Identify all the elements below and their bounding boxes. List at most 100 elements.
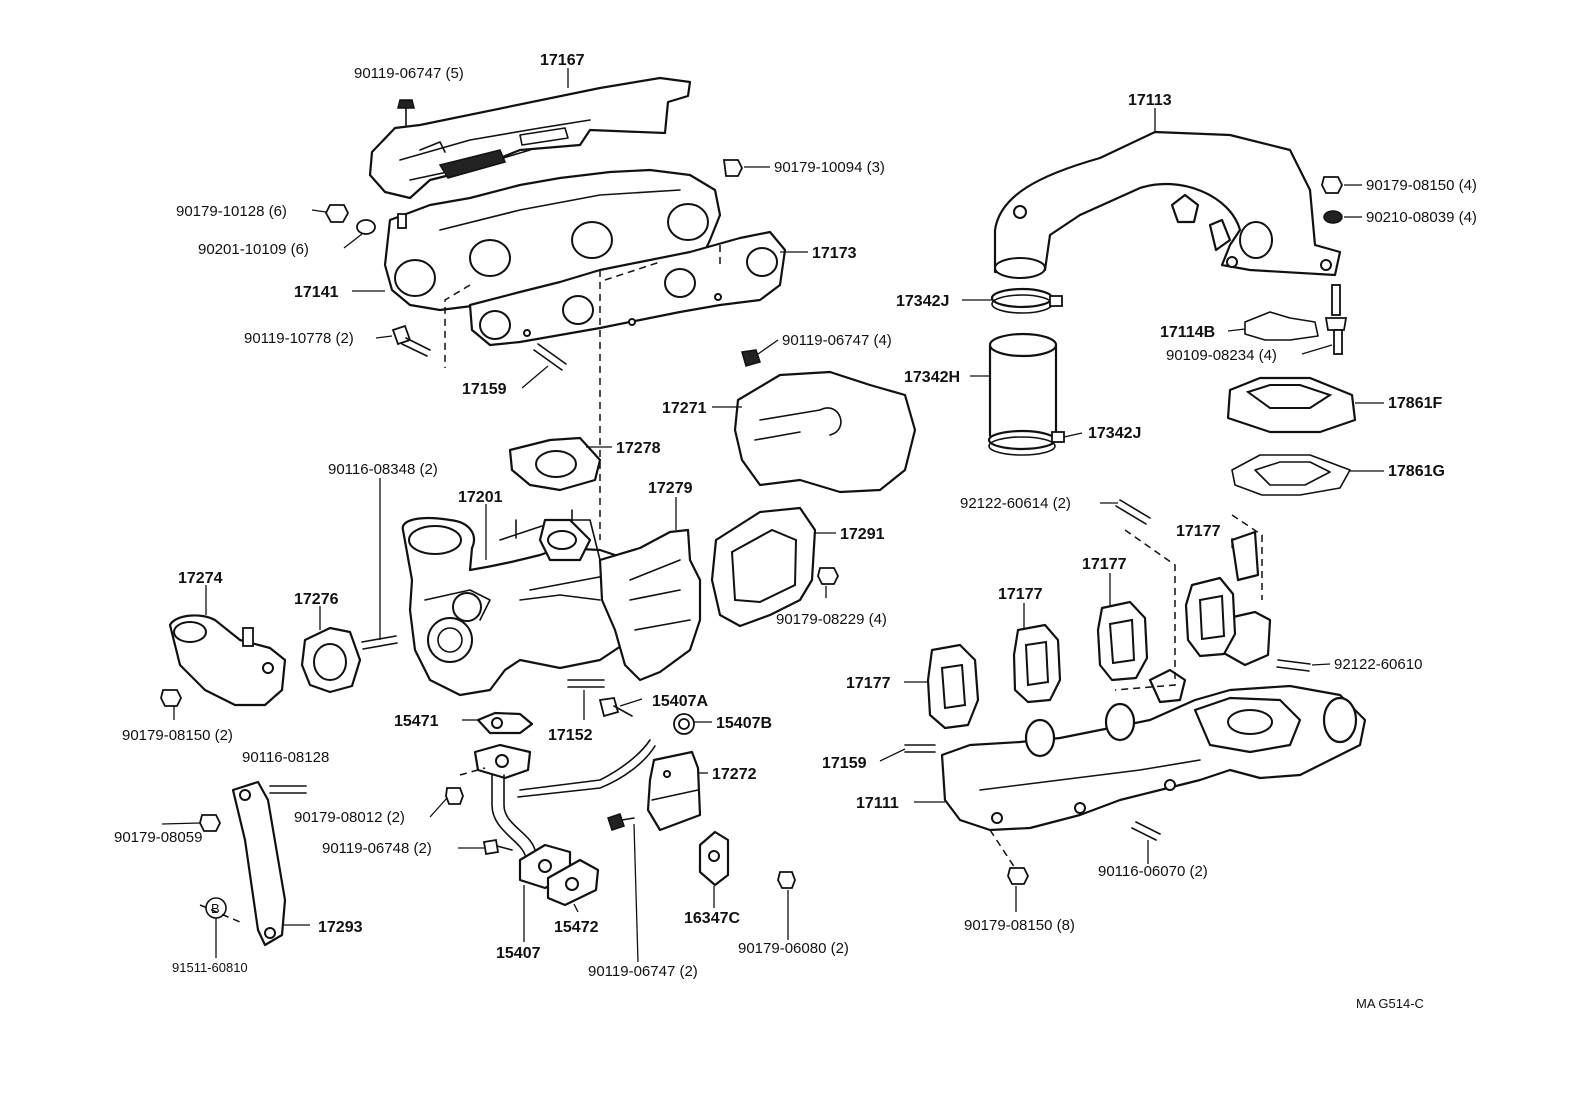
gasket-16347C xyxy=(698,830,730,887)
gasket-15471 xyxy=(476,711,534,735)
label-90179-08012-2: 90179-08012 (2) xyxy=(294,809,405,826)
label-17279: 17279 xyxy=(648,480,693,497)
oil-pipe-15407 xyxy=(473,739,656,890)
gasket-17177-d xyxy=(1184,576,1237,658)
nut-90179-06080 xyxy=(777,871,796,889)
turbine-outlet-elbow-17279 xyxy=(598,528,702,682)
label-90119-06747-4: 90119-06747 (4) xyxy=(782,332,892,349)
stay-17293 xyxy=(231,780,287,947)
turbocharger-17201 xyxy=(401,509,642,697)
label-91511-60810: 91511-60810 xyxy=(172,960,248,975)
label-15471: 15471 xyxy=(394,713,439,730)
label-90119-06747-2: 90119-06747 (2) xyxy=(588,963,698,980)
label-17293: 17293 xyxy=(318,919,363,936)
gasket-17114B xyxy=(1244,311,1319,341)
label-17342J-bottom: 17342J xyxy=(1088,425,1141,442)
label-15407: 15407 xyxy=(496,945,541,962)
bolt-90119-06747-top xyxy=(397,99,415,126)
nut-90179-08150-2 xyxy=(160,689,183,707)
intake-pipe-17113 xyxy=(993,130,1342,279)
stud-90116-08348 xyxy=(361,635,398,650)
label-17342J-top: 17342J xyxy=(896,293,949,310)
alignment-lines xyxy=(199,245,1263,923)
label-16347C: 16347C xyxy=(684,910,740,927)
label-17159-bottom: 17159 xyxy=(822,755,867,772)
label-90179-08150-4: 90179-08150 (4) xyxy=(1366,177,1477,194)
label-90179-08150-8: 90179-08150 (8) xyxy=(964,917,1075,934)
label-17177-b: 17177 xyxy=(1082,556,1127,573)
drawing-code: MA G514-C xyxy=(1356,996,1424,1011)
label-90116-08128: 90116-08128 xyxy=(242,749,329,766)
stud-17152 xyxy=(567,679,605,688)
label-92122-60614-2: 92122-60614 (2) xyxy=(960,495,1071,512)
leader-lines xyxy=(161,68,1384,963)
label-17173: 17173 xyxy=(812,245,857,262)
nut-90179-08012 xyxy=(445,787,464,805)
label-90179-06080-2: 90179-06080 (2) xyxy=(738,940,849,957)
label-17201: 17201 xyxy=(458,489,503,506)
gasket-17291 xyxy=(710,506,817,628)
nut-90179-08150-4 xyxy=(1321,176,1344,194)
intake-elbow-17274 xyxy=(168,614,287,707)
label-90179-08150-2: 90179-08150 (2) xyxy=(122,727,233,744)
bracket-17272 xyxy=(646,750,702,832)
stud-17159-top xyxy=(533,343,567,371)
union-bolt-15407A xyxy=(598,696,633,718)
nut-90179-08150-8 xyxy=(1007,867,1030,885)
label-92122-60610: 92122-60610 xyxy=(1334,656,1422,673)
label-17861G: 17861G xyxy=(1388,463,1445,480)
gasket-15407B xyxy=(673,713,695,735)
label-17291: 17291 xyxy=(840,526,885,543)
label-90116-06070-2: 90116-06070 (2) xyxy=(1098,863,1208,880)
label-15407B: 15407B xyxy=(716,715,772,732)
label-17276: 17276 xyxy=(294,591,339,608)
label-90119-10778-2: 90119-10778 (2) xyxy=(244,330,354,347)
stud-90116-08128 xyxy=(269,785,307,794)
label-90201-10109-6: 90201-10109 (6) xyxy=(198,241,309,258)
label-17111: 17111 xyxy=(856,795,899,812)
stud-17159-bottom xyxy=(904,744,936,753)
label-17159-top: 17159 xyxy=(462,381,507,398)
spacer-17861F xyxy=(1226,376,1357,434)
label-17278: 17278 xyxy=(616,440,661,457)
gasket-17177-c xyxy=(1096,600,1149,682)
label-17167: 17167 xyxy=(540,52,585,69)
clamp-17342J-top xyxy=(990,287,1063,314)
gasket-17861G xyxy=(1231,454,1351,496)
heat-insulator-17167 xyxy=(368,76,692,200)
gasket-17276 xyxy=(300,626,362,694)
intake-manifold-17111 xyxy=(940,530,1367,832)
nut-90179-08059 xyxy=(199,814,222,832)
label-17114B: 17114B xyxy=(1160,324,1215,341)
nut-90179-10128 xyxy=(324,204,350,223)
label-90179-10094-3: 90179-10094 (3) xyxy=(774,159,885,176)
part-labels: 17167 90119-06747 (5) 90179-10094 (3) 90… xyxy=(114,52,1477,1011)
label-90179-10128-6: 90179-10128 (6) xyxy=(176,203,287,220)
label-90109-08234-4: 90109-08234 (4) xyxy=(1166,347,1277,364)
washer-90201-10109 xyxy=(356,219,376,235)
stud-92122-60614 xyxy=(1115,499,1151,525)
label-17342H: 17342H xyxy=(904,369,960,386)
label-17274: 17274 xyxy=(178,570,223,587)
gasket-15472 xyxy=(546,858,600,907)
stud-92122-60610 xyxy=(1276,659,1311,672)
gasket-17278 xyxy=(508,436,602,492)
label-90210-08039-4: 90210-08039 (4) xyxy=(1366,209,1477,226)
label-15472: 15472 xyxy=(554,919,599,936)
label-17177-c: 17177 xyxy=(998,586,1043,603)
clamp-17342J-bottom xyxy=(987,429,1065,456)
bolt-90119-06747-4 xyxy=(741,349,761,367)
label-17141: 17141 xyxy=(294,284,339,301)
label-17861F: 17861F xyxy=(1388,395,1442,412)
label-17177-a: 17177 xyxy=(1176,523,1221,540)
gasket-17177-b xyxy=(1012,623,1062,704)
heat-insulator-17271 xyxy=(733,370,917,494)
label-90179-08059: 90179-08059 xyxy=(114,829,202,846)
label-17152: 17152 xyxy=(548,727,593,744)
nut-90179-08229 xyxy=(817,567,840,585)
nut-90179-10094 xyxy=(722,159,744,177)
label-17272: 17272 xyxy=(712,766,757,783)
callout-b-letter: B xyxy=(211,901,220,916)
label-15407A: 15407A xyxy=(652,693,708,710)
